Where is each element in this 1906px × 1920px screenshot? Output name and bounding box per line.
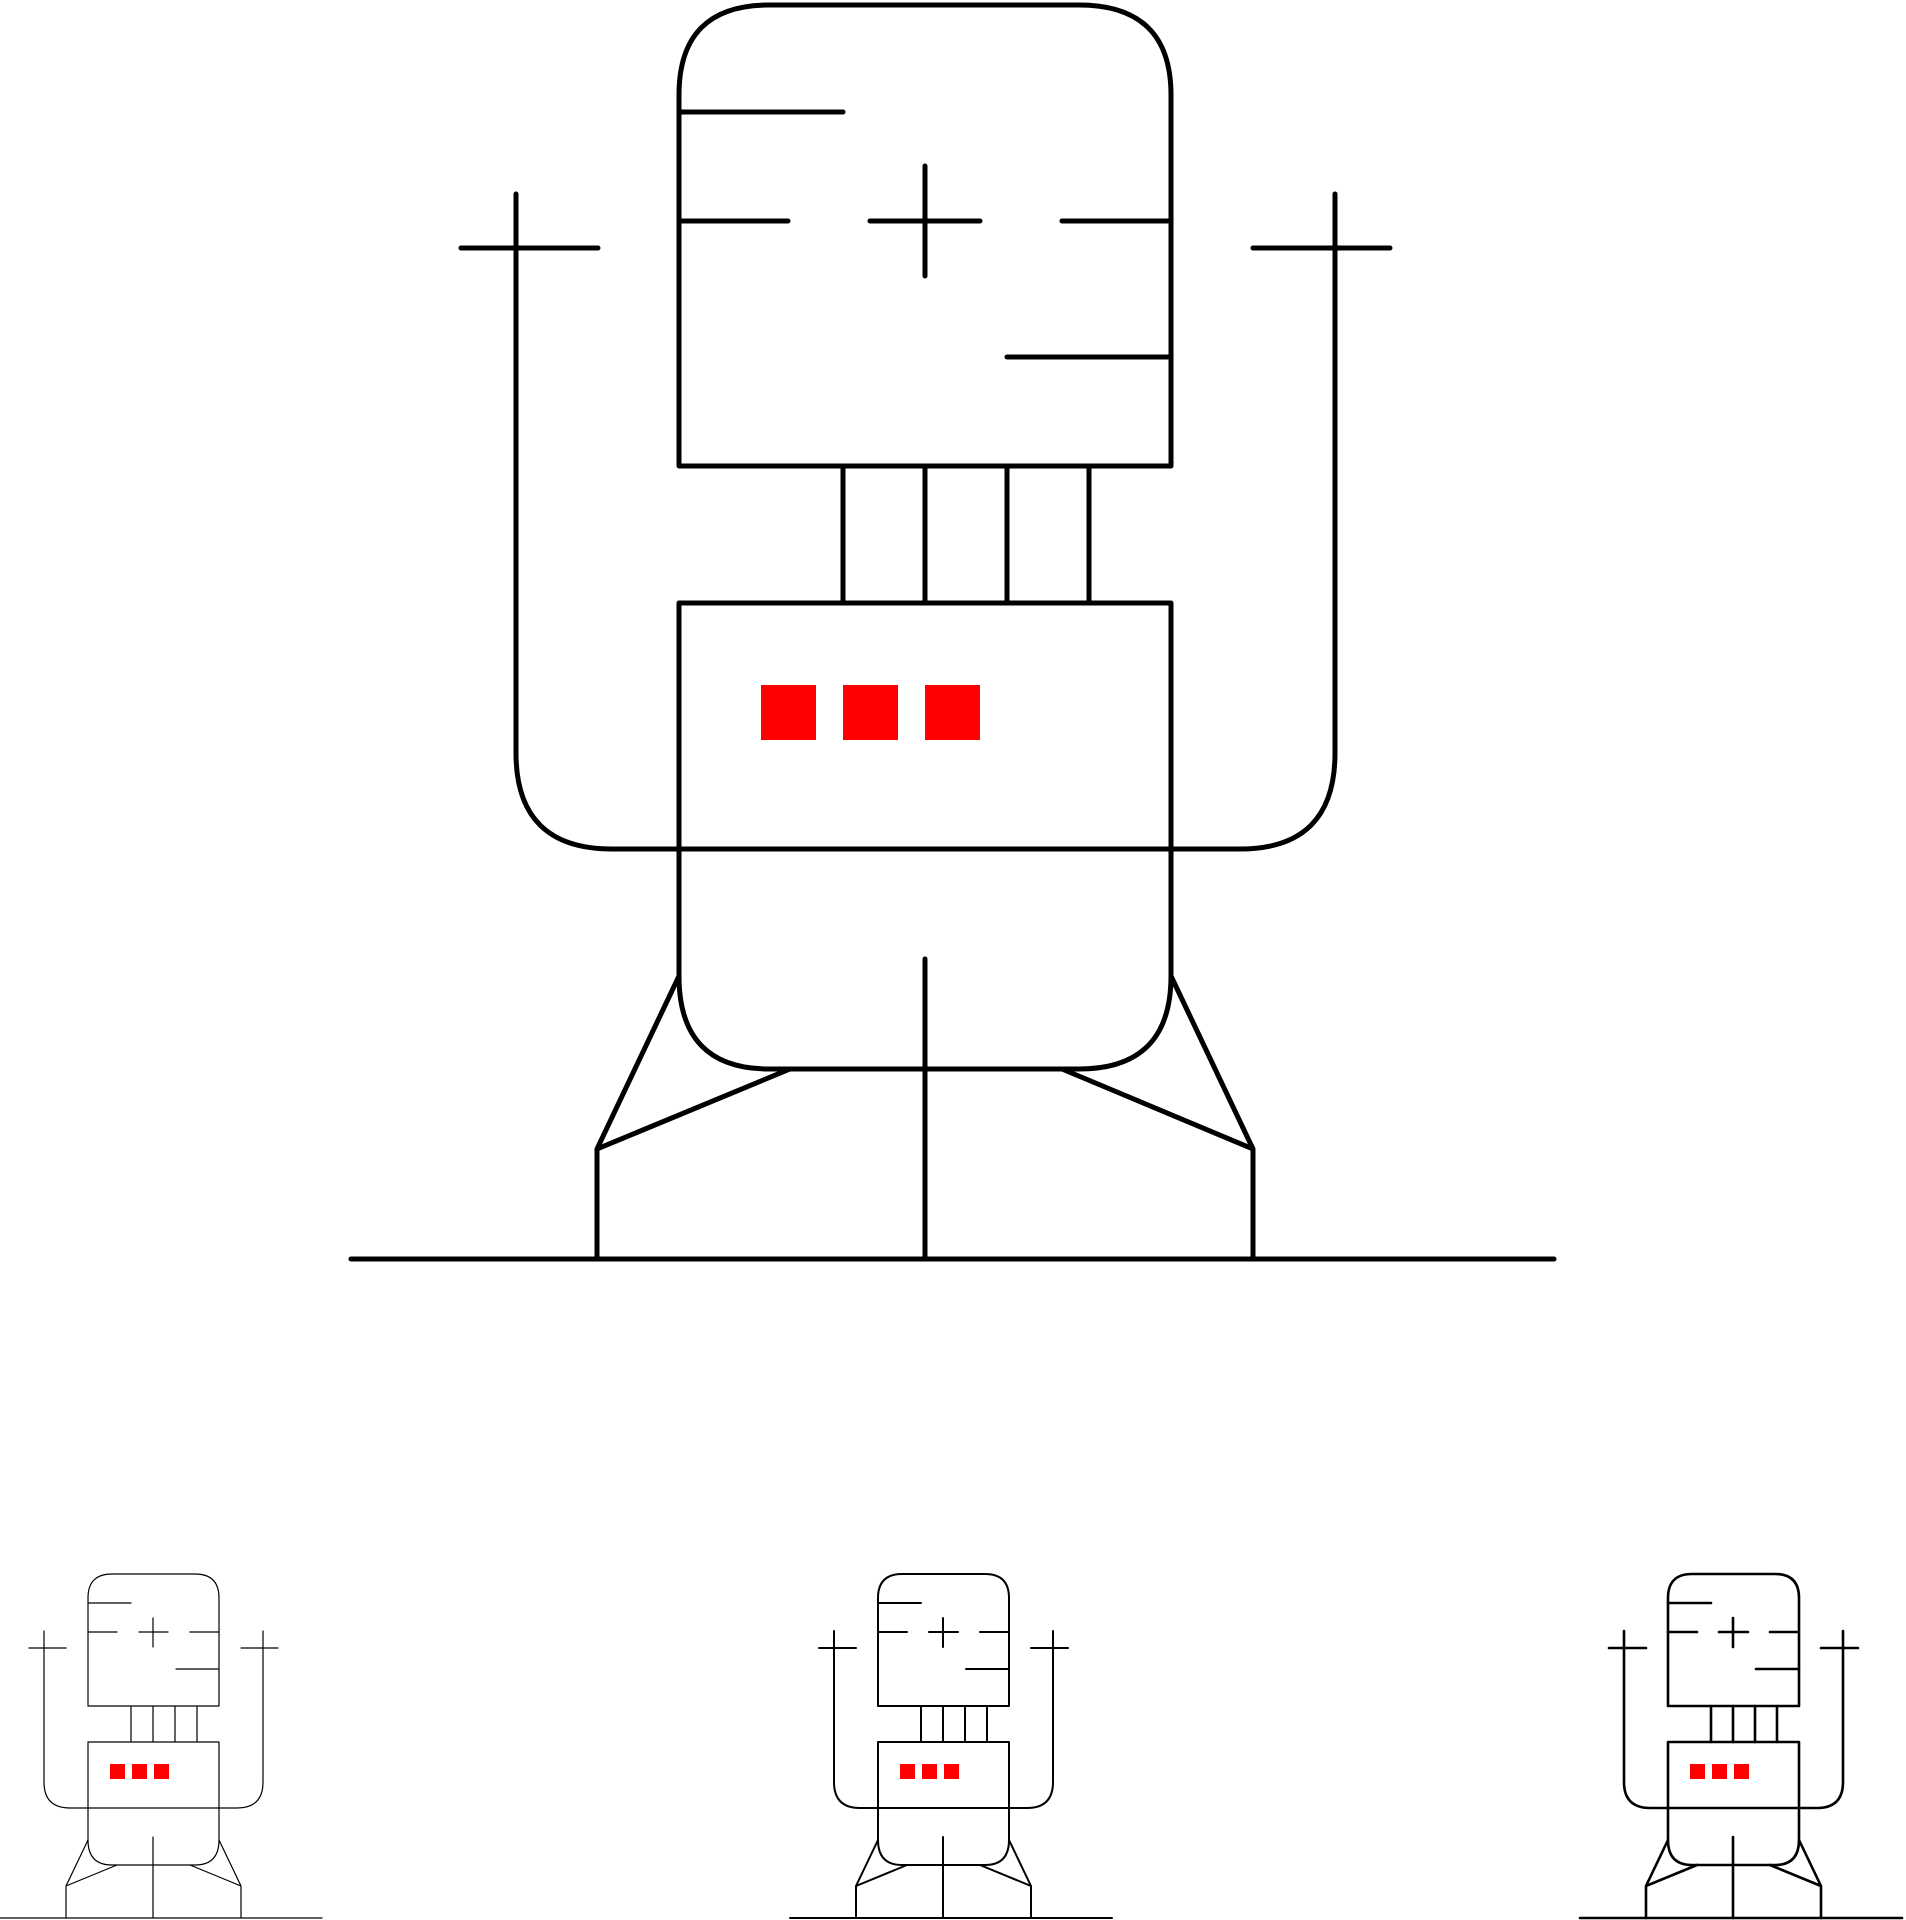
right-leg: [189, 1839, 242, 1919]
right-arm: [1168, 191, 1338, 852]
left-arm: [513, 191, 682, 852]
robot-head: [676, 2, 1174, 469]
right-leg: [1059, 973, 1256, 1262]
indicator-light: [761, 685, 816, 740]
robot-outline: [348, 2, 1557, 1262]
indicator-light: [925, 685, 980, 740]
robot-head: [87, 1573, 220, 1707]
robot-body: [1666, 1740, 1801, 1867]
indicator-light: [1712, 1764, 1727, 1779]
left-leg: [1644, 1838, 1699, 1920]
right-arm: [1797, 1629, 1845, 1810]
robot-head: [1666, 1572, 1801, 1708]
robot-icon-thin: [0, 1573, 323, 1919]
robot-icon-bold: [1578, 1572, 1904, 1920]
robot-outline: [1578, 1572, 1904, 1920]
left-arm: [43, 1630, 89, 1809]
robot-body: [877, 1741, 1010, 1866]
robot-icon-large: [348, 2, 1557, 1262]
robot-outline: [789, 1573, 1113, 1919]
indicator-light: [1734, 1764, 1749, 1779]
robot-head: [877, 1573, 1010, 1707]
left-leg: [65, 1839, 118, 1919]
left-arm: [833, 1630, 879, 1809]
right-arm: [218, 1630, 264, 1809]
robot-body: [676, 600, 1174, 1072]
robot-body: [87, 1741, 220, 1866]
indicator-lights: [1690, 1764, 1749, 1779]
robot-icon-light: [789, 1573, 1113, 1919]
indicator-light: [900, 1764, 915, 1779]
indicator-light: [110, 1764, 125, 1779]
indicator-light: [1690, 1764, 1705, 1779]
left-leg: [594, 973, 793, 1262]
right-leg: [1768, 1838, 1823, 1920]
indicator-lights: [761, 685, 980, 740]
indicator-lights: [110, 1764, 169, 1779]
indicator-lights: [900, 1764, 959, 1779]
left-leg: [855, 1839, 908, 1919]
indicator-light: [132, 1764, 147, 1779]
right-leg: [979, 1839, 1032, 1919]
indicator-light: [843, 685, 898, 740]
indicator-light: [944, 1764, 959, 1779]
indicator-light: [154, 1764, 169, 1779]
robot-outline: [0, 1573, 323, 1919]
right-arm: [1008, 1630, 1054, 1809]
left-arm: [1622, 1629, 1670, 1810]
indicator-light: [922, 1764, 937, 1779]
